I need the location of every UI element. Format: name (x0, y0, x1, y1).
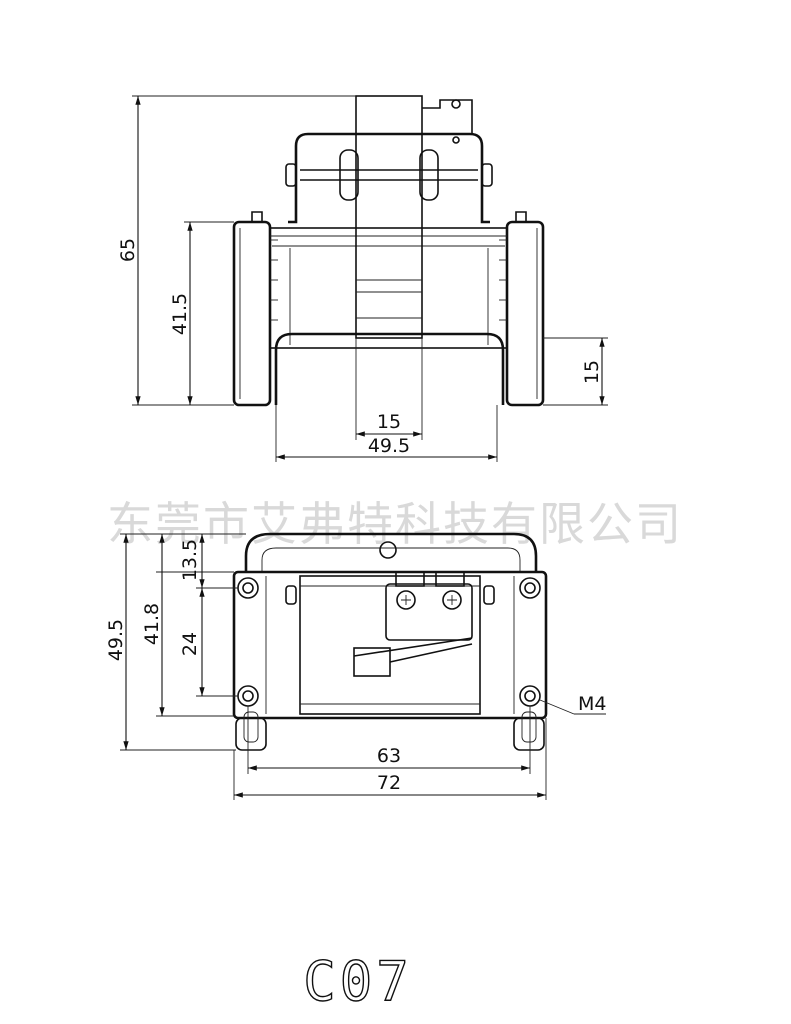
dim-center-width: 15 (377, 411, 401, 433)
dim-hole-span: 41.8 (141, 603, 163, 645)
dim-overall-width: 72 (377, 772, 401, 794)
model-label: C07 (303, 950, 413, 1013)
dim-overall-height: 65 (117, 238, 139, 262)
dim-offset: 13.5 (179, 539, 201, 581)
top-view: 49.5 41.8 13.5 24 M4 63 72 (105, 532, 606, 800)
screw-callout: M4 (578, 693, 606, 715)
side-view: 65 41.5 15 15 49.5 (117, 95, 608, 462)
dim-hole-pitch: 63 (377, 745, 401, 767)
dim-body-height: 41.5 (169, 293, 191, 335)
dim-handle-width: 49.5 (368, 435, 410, 457)
dim-handle-height: 15 (581, 360, 603, 384)
dim-overall-depth: 49.5 (105, 619, 127, 661)
dim-hole-spacing: 24 (179, 632, 201, 656)
